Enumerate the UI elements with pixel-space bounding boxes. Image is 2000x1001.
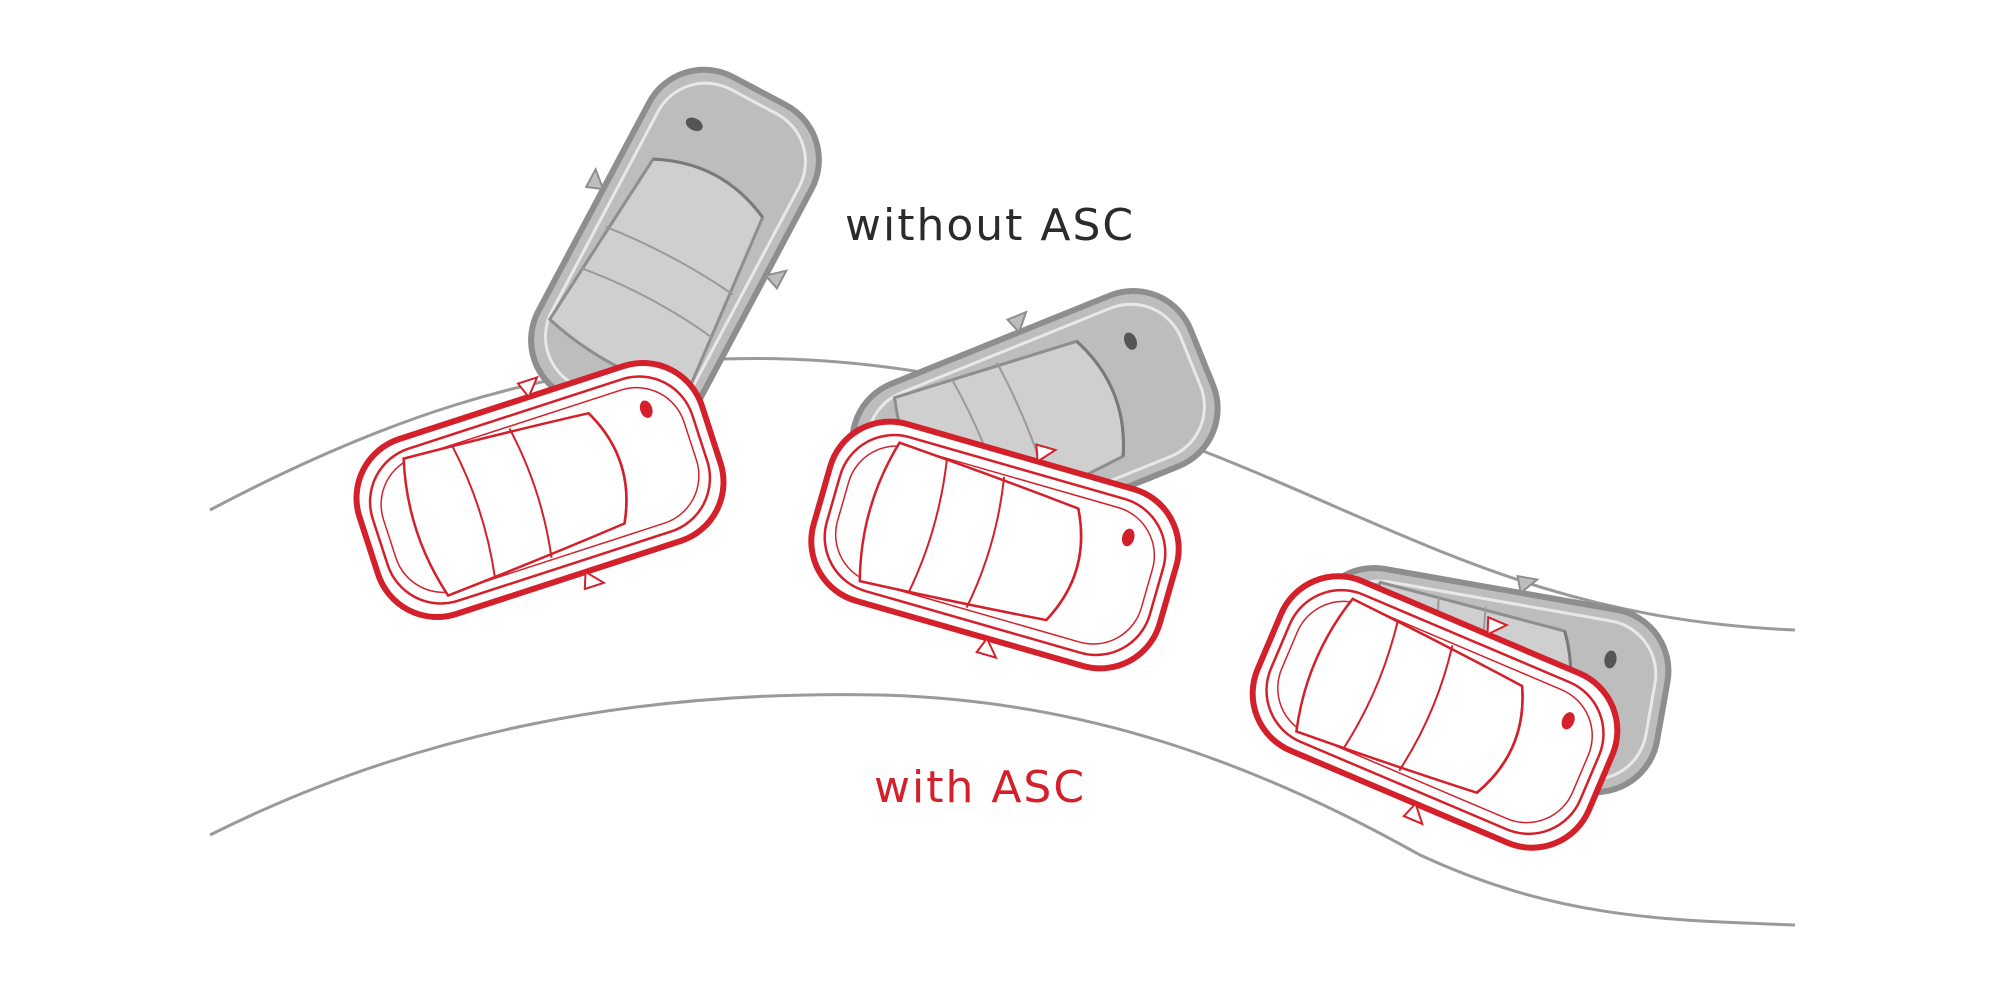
road-lower-edge <box>209 693 1796 927</box>
car-with-asc-1 <box>335 332 744 649</box>
with-asc-label: with ASC <box>874 762 1087 813</box>
without-asc-label: without ASC <box>845 200 1136 251</box>
